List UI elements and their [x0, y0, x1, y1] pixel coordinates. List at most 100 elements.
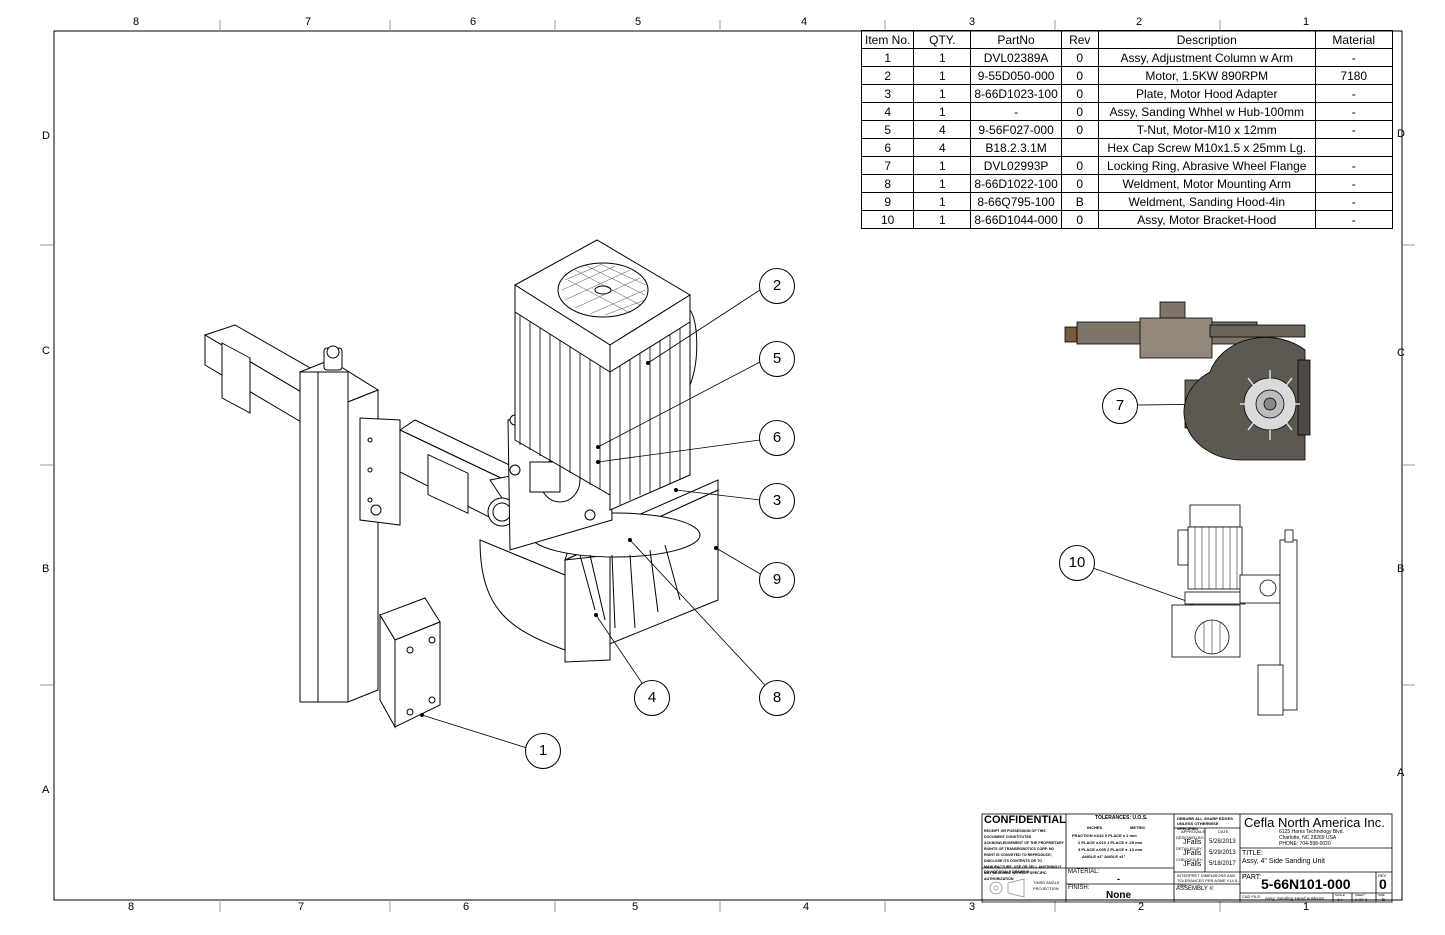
- zone-right-D: D: [1397, 128, 1405, 140]
- scale-value: 1:4: [1337, 897, 1343, 902]
- bom-cell: 1: [913, 210, 972, 229]
- zone-right-C: C: [1397, 347, 1405, 359]
- company-address-2: Charlotte, NC 28269 USA: [1279, 835, 1337, 841]
- zone-bottom-4: 4: [803, 901, 810, 913]
- cad-file-name: Assy, Sanding Head w Mount: [1265, 896, 1324, 901]
- designer-name: JFalls: [1183, 839, 1202, 846]
- designed-by-label: DESIGNED BY:: [1176, 835, 1205, 840]
- bom-cell: 9-56F027-000: [970, 120, 1062, 139]
- bom-cell: -: [1314, 48, 1393, 67]
- balloon-item-6: 6: [759, 420, 795, 456]
- bom-header-rev: Rev: [1060, 30, 1099, 49]
- bom-cell: 8-66D1022-100: [970, 174, 1062, 193]
- bom-cell: -: [1314, 156, 1393, 175]
- tolerances-title: TOLERANCES: U.O.S.: [1095, 815, 1148, 821]
- zone-top-5: 5: [635, 16, 642, 28]
- bom-cell: 1: [913, 48, 972, 67]
- material-value: -: [1117, 874, 1120, 884]
- zone-top-6: 6: [470, 16, 477, 28]
- zone-bottom-7: 7: [298, 901, 305, 913]
- zone-right-A: A: [1397, 767, 1405, 779]
- bom-cell: 1: [913, 84, 972, 103]
- balloon-item-3: 3: [759, 483, 795, 519]
- check-date: 5/18/2017: [1209, 861, 1236, 867]
- balloon-item-8: 8: [759, 680, 795, 716]
- bom-cell: Assy, Adjustment Column w Arm: [1097, 48, 1316, 67]
- bom-cell: Hex Cap Screw M10x1.5 x 25mm Lg.: [1097, 138, 1316, 157]
- bom-cell: 0: [1060, 48, 1099, 67]
- bom-cell: 1: [913, 156, 972, 175]
- bom-cell: 2: [860, 66, 915, 85]
- confidential-notice: RECEIPT OR POSSESSION OF THIS DOCUMENT C…: [984, 829, 1064, 881]
- bom-header-partno: PartNo: [970, 30, 1062, 49]
- balloon-item-5: 5: [759, 341, 795, 377]
- bom-cell: -: [1314, 102, 1393, 121]
- bom-cell: -: [1314, 84, 1393, 103]
- zone-top-2: 2: [1136, 16, 1143, 28]
- bom-cell: B18.2.3.1M: [970, 138, 1062, 157]
- zone-bottom-6: 6: [463, 901, 470, 913]
- finish-label: FINISH:: [1068, 885, 1090, 891]
- revision-value: 0: [1379, 876, 1387, 892]
- zone-top-1: 1: [1303, 16, 1310, 28]
- bom-cell: [1060, 138, 1099, 157]
- bom-header-material: Material: [1314, 30, 1393, 49]
- checked-by-label: CHECKED BY:: [1176, 857, 1203, 862]
- zone-top-8: 8: [133, 16, 140, 28]
- zone-bottom-5: 5: [632, 901, 639, 913]
- part-label: PART:: [1242, 874, 1262, 881]
- bom-cell: 10: [860, 210, 915, 229]
- bom-cell: 1: [860, 48, 915, 67]
- bom-cell: 8-66D1044-000: [970, 210, 1062, 229]
- zone-left-A: A: [42, 784, 50, 796]
- size-label: SIZE: [1378, 893, 1385, 897]
- bom-cell: 5: [860, 120, 915, 139]
- zone-left-B: B: [42, 563, 50, 575]
- rev-label: REV: [1378, 873, 1387, 878]
- tolerance-line: 3 PLACE ±.005 2 PLACE ± .13 mm: [1078, 847, 1143, 852]
- do-not-scale-note: DO NOT SCALE DRAWING: [984, 870, 1030, 874]
- bom-cell: DVL02389A: [970, 48, 1062, 67]
- bom-header-item: Item No.: [860, 30, 915, 49]
- bom-cell: 3: [860, 84, 915, 103]
- bom-header-description: Description: [1097, 30, 1316, 49]
- balloon-item-4: 4: [634, 680, 670, 716]
- bom-cell: 1: [913, 102, 972, 121]
- balloon-item-2: 2: [759, 268, 795, 304]
- bom-cell: 9: [860, 192, 915, 211]
- scale-label: SCALE: [1335, 893, 1345, 897]
- zone-bottom-2: 2: [1138, 901, 1145, 913]
- zone-bottom-1: 1: [1303, 901, 1310, 913]
- bom-cell: 0: [1060, 102, 1099, 121]
- interpret-dimensions-note: INTERPRET DIMENSIONS AND TOLERANCES PER …: [1177, 873, 1239, 888]
- bom-cell: 4: [913, 138, 972, 157]
- cad-file-label: CAD FILE:: [1242, 894, 1262, 899]
- bom-cell: [1314, 138, 1393, 157]
- bom-cell: 8: [860, 174, 915, 193]
- zone-bottom-3: 3: [969, 901, 976, 913]
- bom-cell: 8-66D1023-100: [970, 84, 1062, 103]
- bom-cell: Locking Ring, Abrasive Wheel Flange: [1097, 156, 1316, 175]
- company-name: Cefla North America Inc.: [1244, 815, 1385, 830]
- bom-cell: Plate, Motor Hood Adapter: [1097, 84, 1316, 103]
- deburr-note: DEBURR ALL SHARP EDGES UNLESS OTHERWISE …: [1177, 816, 1233, 831]
- bom-cell: -: [970, 102, 1062, 121]
- balloon-item-7: 7: [1102, 388, 1138, 424]
- balloon-item-10: 10: [1059, 545, 1095, 581]
- detailer-name: JFalls: [1183, 850, 1202, 857]
- zone-top-4: 4: [801, 16, 808, 28]
- bom-cell: 0: [1060, 174, 1099, 193]
- bill-of-materials-table: Item No. QTY. PartNo Rev Description Mat…: [860, 30, 1393, 229]
- bom-cell: Assy, Sanding Whhel w Hub-100mm: [1097, 102, 1316, 121]
- balloon-item-1: 1: [525, 733, 561, 769]
- bom-cell: 0: [1060, 210, 1099, 229]
- confidential-heading: CONFIDENTIAL: [984, 814, 1066, 826]
- bom-cell: 0: [1060, 66, 1099, 85]
- zone-left-C: C: [42, 345, 50, 357]
